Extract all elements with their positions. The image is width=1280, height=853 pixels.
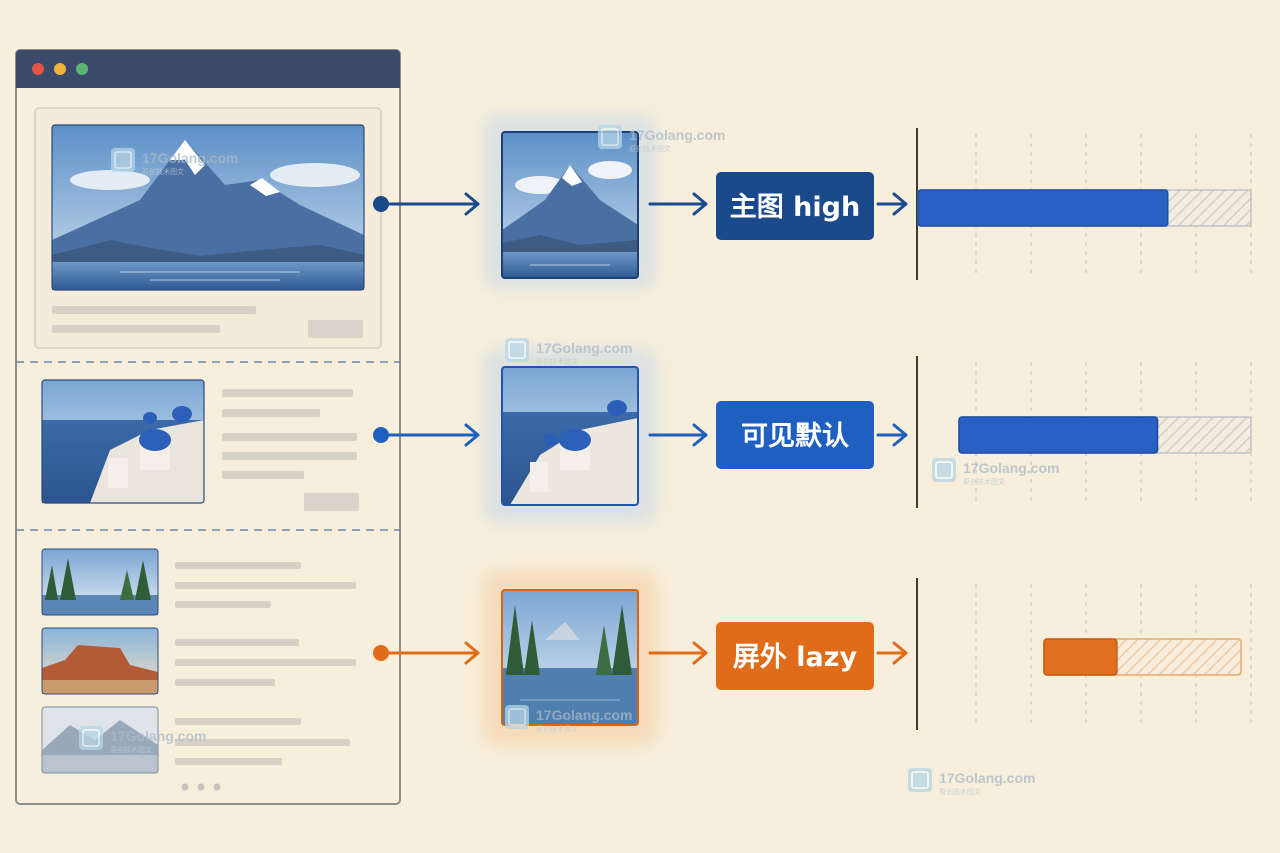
watermarks: 17Golang.com原创技术图文17Golang.com原创技术图文17Go… <box>79 125 1059 796</box>
source-dot-icon <box>373 196 389 212</box>
watermark-text: 17Golang.com <box>536 707 632 723</box>
watermark-text: 17Golang.com <box>939 770 1035 786</box>
tag-main-text: 主图 high <box>730 192 860 223</box>
tag-visible: 可见默认 <box>716 401 874 469</box>
minimize-dot-icon[interactable] <box>54 63 66 75</box>
watermark-subtext: 原创技术图文 <box>110 745 152 754</box>
connector-row-offscreen <box>373 641 908 665</box>
watermark-logo-icon <box>932 458 956 482</box>
arrow-right-icon <box>387 192 480 216</box>
connector-row-main <box>373 192 908 216</box>
visible-card <box>41 379 359 511</box>
watermark-subtext: 原创技术图文 <box>939 787 981 796</box>
watermark-text: 17Golang.com <box>142 150 238 166</box>
tag-offscreen-text: 屏外 lazy <box>733 642 858 673</box>
offscreen-card-2 <box>41 627 356 695</box>
hero-card <box>34 107 382 349</box>
watermark-logo-icon <box>79 726 103 750</box>
timeline-offscreen <box>916 578 1252 730</box>
watermark-subtext: 原创技术图文 <box>536 724 578 733</box>
watermark-subtext: 原创技术图文 <box>536 357 578 366</box>
load-bar-fill <box>958 416 1159 454</box>
watermark-logo-icon <box>908 768 932 792</box>
arrow-right-icon <box>876 423 908 447</box>
watermark-logo-icon <box>505 705 529 729</box>
arrow-right-icon <box>648 423 708 447</box>
connector-arrows <box>373 192 908 665</box>
visible-card-button[interactable] <box>304 493 359 511</box>
arrow-right-icon <box>648 192 708 216</box>
arrow-right-icon <box>876 192 908 216</box>
watermark-text: 17Golang.com <box>110 728 206 744</box>
visible-card-image <box>41 379 205 504</box>
load-bar-fill <box>1043 638 1118 676</box>
arrow-right-icon <box>648 641 708 665</box>
thumb-main <box>483 114 657 290</box>
timeline-visible <box>916 356 1252 508</box>
arrow-right-icon <box>387 641 480 665</box>
watermark-subtext: 原创技术图文 <box>629 144 671 153</box>
maximize-dot-icon[interactable] <box>76 63 88 75</box>
timeline-main <box>916 128 1252 280</box>
tag-main: 主图 high <box>716 172 874 240</box>
thumb-visible <box>482 348 658 524</box>
arrow-right-icon <box>876 641 908 665</box>
offscreen-card-1 <box>41 548 356 616</box>
connector-row-visible <box>373 423 908 447</box>
watermark-logo-icon <box>598 125 622 149</box>
close-dot-icon[interactable] <box>32 63 44 75</box>
more-dots-icon <box>181 783 221 791</box>
arrow-right-icon <box>387 423 480 447</box>
source-dot-icon <box>373 427 389 443</box>
watermark-text: 17Golang.com <box>629 127 725 143</box>
watermark-logo-icon <box>505 338 529 362</box>
watermark-text: 17Golang.com <box>963 460 1059 476</box>
source-dot-icon <box>373 645 389 661</box>
load-bar-fill <box>917 189 1169 227</box>
watermark-subtext: 原创技术图文 <box>142 167 184 176</box>
tag-visible-text: 可见默认 <box>741 421 849 452</box>
watermark-text: 17Golang.com <box>536 340 632 356</box>
watermark-subtext: 原创技术图文 <box>963 477 1005 486</box>
thumb-offscreen <box>482 570 658 746</box>
watermark-logo-icon <box>111 148 135 172</box>
timeline-panels <box>916 128 1252 730</box>
tag-offscreen: 屏外 lazy <box>716 622 874 690</box>
hero-card-button[interactable] <box>308 320 363 338</box>
